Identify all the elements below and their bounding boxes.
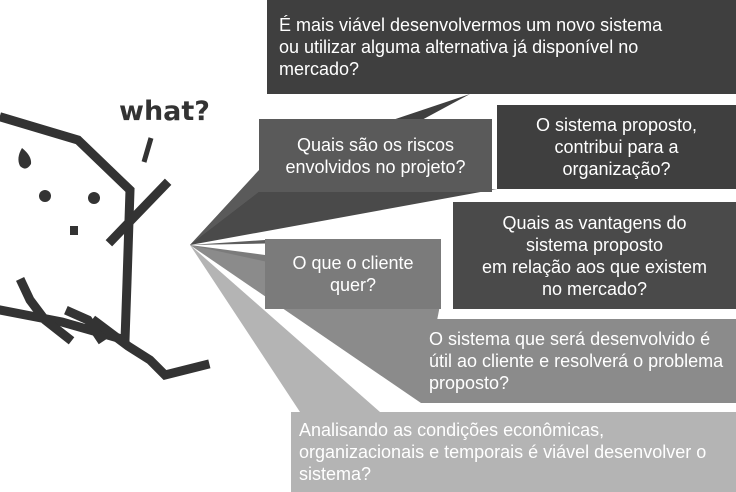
question-text: Quais são os riscos envolvidos no projet… (285, 134, 466, 177)
question-box-organization: O sistema proposto, contribui para a org… (497, 105, 736, 189)
character-mouth (70, 226, 78, 235)
ray-to-q2 (190, 170, 259, 245)
character-body (0, 112, 135, 346)
question-text: Quais as vantagens do sistema proposto e… (481, 212, 708, 299)
exclamation-text: what? (119, 96, 210, 127)
ray-to-q6 (190, 245, 441, 403)
character-leg-knee (64, 306, 107, 345)
question-box-advantages: Quais as vantagens do sistema proposto e… (453, 202, 736, 309)
question-text: O que o cliente quer? (292, 253, 414, 295)
character-leg-front (16, 277, 75, 345)
question-box-viability: É mais viável desenvolvermos um novo sis… (267, 0, 736, 94)
character-eye-left (39, 190, 51, 202)
character-arm-raised (105, 178, 172, 247)
ray-to-q3 (190, 189, 497, 245)
question-box-usefulness: O sistema que será desenvolvido é útil a… (421, 319, 736, 403)
question-text: Analisando as condições econômicas, orga… (299, 420, 707, 484)
character-leg-back (89, 315, 211, 380)
character-eye-right (88, 192, 100, 204)
cartoon-character (0, 112, 211, 380)
question-text: O sistema que será desenvolvido é útil a… (429, 329, 724, 393)
character-tear-icon (18, 148, 32, 169)
question-box-client: O que o cliente quer? (265, 239, 441, 309)
question-box-risks: Quais são os riscos envolvidos no projet… (259, 119, 492, 192)
ray-to-q7 (190, 245, 380, 412)
question-text: É mais viável desenvolvermos um novo sis… (279, 15, 663, 79)
question-text: O sistema proposto, contribui para a org… (535, 115, 698, 179)
speech-tick (141, 137, 154, 163)
question-box-conditions: Analisando as condições econômicas, orga… (291, 412, 736, 492)
